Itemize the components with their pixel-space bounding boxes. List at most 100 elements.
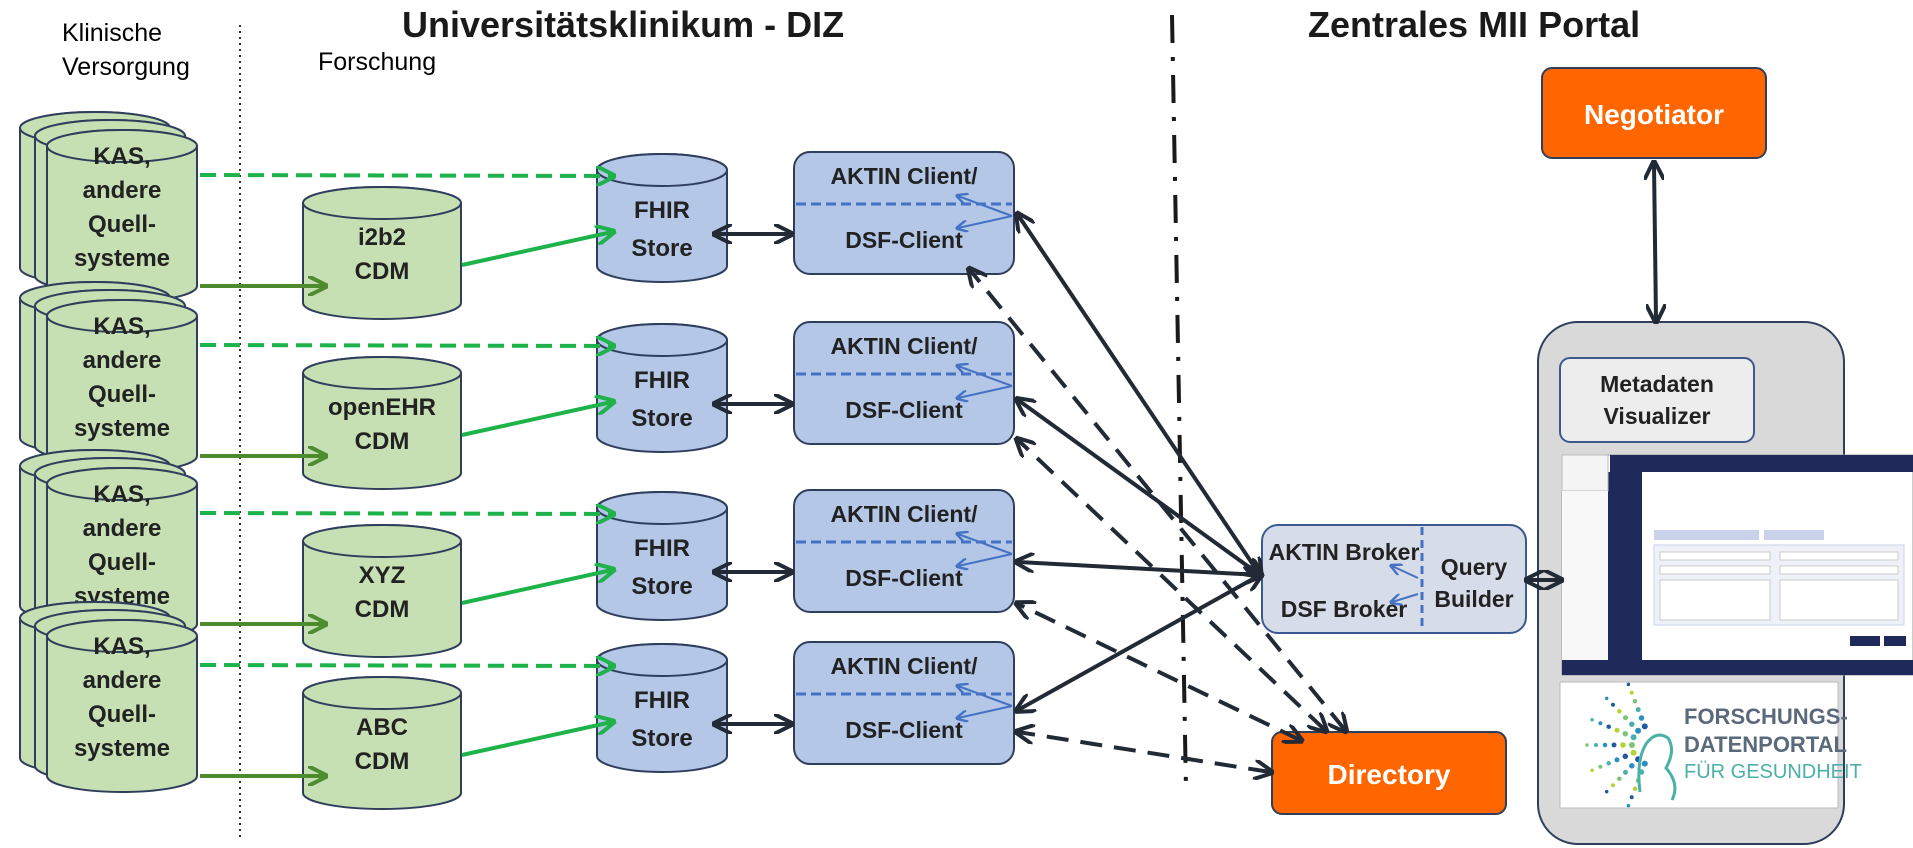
fdp-logo-dot-41 [1604,789,1609,794]
client-label-bottom-1: DSF-Client [845,227,963,253]
source-label-1-2: andere [83,177,162,204]
client-label-bottom-3: DSF-Client [845,565,963,591]
fdp-logo-dot-9 [1629,721,1635,727]
fdp-logo-dot-27 [1617,776,1622,781]
source-label-4-3: Quell- [88,701,156,728]
row-4: KAS,andereQuell-systemeABCCDMFHIRStoreAK… [19,601,1015,810]
arrow-source-to-fhir-4 [199,665,612,666]
fdp-logo-dot-7 [1641,760,1648,767]
cdm-label-2-2: CDM [355,428,410,455]
fdp-logo-dot-36 [1626,682,1631,687]
query-builder-screenshot [1561,454,1913,676]
fdp-logo-dot-19 [1614,757,1620,763]
fdp-logo-dot-24 [1606,724,1611,729]
arrow-source-to-fhir-2 [199,345,612,346]
arrow-client-broker-2 [1018,400,1260,575]
row-3: KAS,andereQuell-systemeXYZCDMFHIRStoreAK… [19,449,1015,658]
fdp-logo-line2: DATENPORTAL [1684,732,1847,757]
fdp-logo-dot-2 [1635,727,1642,734]
source-label-3-3: Quell- [88,549,156,576]
fdp-logo-dot-40 [1590,768,1594,773]
fdp-logo-dot-22 [1632,698,1638,704]
metadata-visualizer-label-1: Metadaten [1600,371,1714,397]
site-portal-separator [1170,14,1188,791]
fdp-logo-dot-5 [1630,749,1637,756]
fdp-logo-dot-15 [1635,707,1641,713]
source-label-3-1: KAS, [93,481,150,508]
cdm-label-4-2: CDM [355,748,410,775]
uniklinikum-title: Universitätsklinikum - DIZ [402,4,845,45]
arrow-client-directory-3 [1018,604,1300,740]
arrow-source-to-fhir-3 [199,513,612,514]
arrow-cdm-to-fhir-3 [461,570,612,605]
arrow-client-broker-3 [1018,562,1260,575]
cdm-label-2-1: openEHR [328,394,436,421]
arrow-client-directory-4 [1018,732,1270,772]
cdm-label-1-2: CDM [355,258,410,285]
fhir-store-3: FHIR Store [596,491,728,621]
source-label-2-3: Quell- [88,381,156,408]
source-label-4-4: systeme [74,735,170,762]
source-label-1-3: Quell- [88,211,156,238]
client-box-3: AKTIN Client/DSF-Client [793,489,1015,613]
fhir-label-1-1: FHIR [634,197,690,224]
fdp-logo-profile [1637,733,1677,801]
fdp-logo-dot-17 [1614,727,1620,733]
arrow-client-broker-1 [1018,215,1260,575]
fhir-label-2-1: FHIR [634,367,690,394]
fdp-logo-dot-35 [1629,795,1634,800]
fdp-logo-dot-20 [1623,769,1628,775]
row-2: KAS,andereQuell-systemeopenEHRCDMFHIRSto… [19,281,1015,490]
fdp-logo-dot-42 [1626,803,1631,808]
fhir-label-3-2: Store [631,573,692,600]
fdp-logo-dot-29 [1629,690,1634,695]
arrow-source-to-fhir-1 [199,175,612,176]
metadata-visualizer-box[interactable] [1559,357,1755,443]
cdm-label-4-1: ABC [356,714,408,741]
fhir-label-3-1: FHIR [634,535,690,562]
fdp-logo-dot-25 [1602,742,1608,748]
cdm-3: XYZ CDM [302,524,462,658]
directory-box[interactable]: Directory [1271,731,1507,815]
client-label-bottom-4: DSF-Client [845,717,963,743]
arrow-cdm-to-fhir-1 [461,232,612,267]
fdp-logo-dot-30 [1611,702,1615,707]
fdp-logo-dot-33 [1598,764,1603,769]
cdm-label-3-1: XYZ [359,562,406,589]
query-builder-label-1: Query [1441,554,1508,580]
fdp-logo-dot-34 [1611,783,1615,788]
cdm-2: openEHR CDM [302,356,462,490]
source-label-3-2: andere [83,515,162,542]
directory-label: Directory [1328,759,1451,790]
fdp-logo-dot-1 [1641,723,1648,730]
fdp-logo-dot-13 [1629,763,1635,769]
negotiator-box[interactable]: Negotiator [1541,67,1767,159]
client-box-1: AKTIN Client/DSF-Client [793,151,1015,275]
source-label-4-2: andere [83,667,162,694]
clinical-care-label: Klinische Versorgung [62,19,190,81]
arrow-client-directory-1 [970,270,1345,730]
client-label-top-1: AKTIN Client/ [831,163,979,189]
fhir-store-2: FHIR Store [596,323,728,453]
cdm-label-3-2: CDM [355,596,410,623]
fdp-logo-dot-31 [1598,721,1603,726]
fdp-logo-dot-32 [1594,743,1598,747]
fdp-logo-dot-23 [1617,709,1622,714]
fdp-logo-dot-10 [1622,730,1629,737]
fdp-logo-dot-8 [1638,715,1645,721]
fdp-logo-dot-3 [1630,734,1637,741]
arrow-cdm-to-fhir-4 [461,722,612,757]
source-label-2-2: andere [83,347,162,374]
aktin-broker-label: AKTIN Broker [1269,539,1420,565]
fdp-logo-line3: FÜR GESUNDHEIT [1684,761,1862,783]
fdp-logo-dot-26 [1606,761,1611,766]
fhir-label-2-2: Store [631,405,692,432]
fdp-logo-line1: FORSCHUNGS- [1684,704,1848,729]
